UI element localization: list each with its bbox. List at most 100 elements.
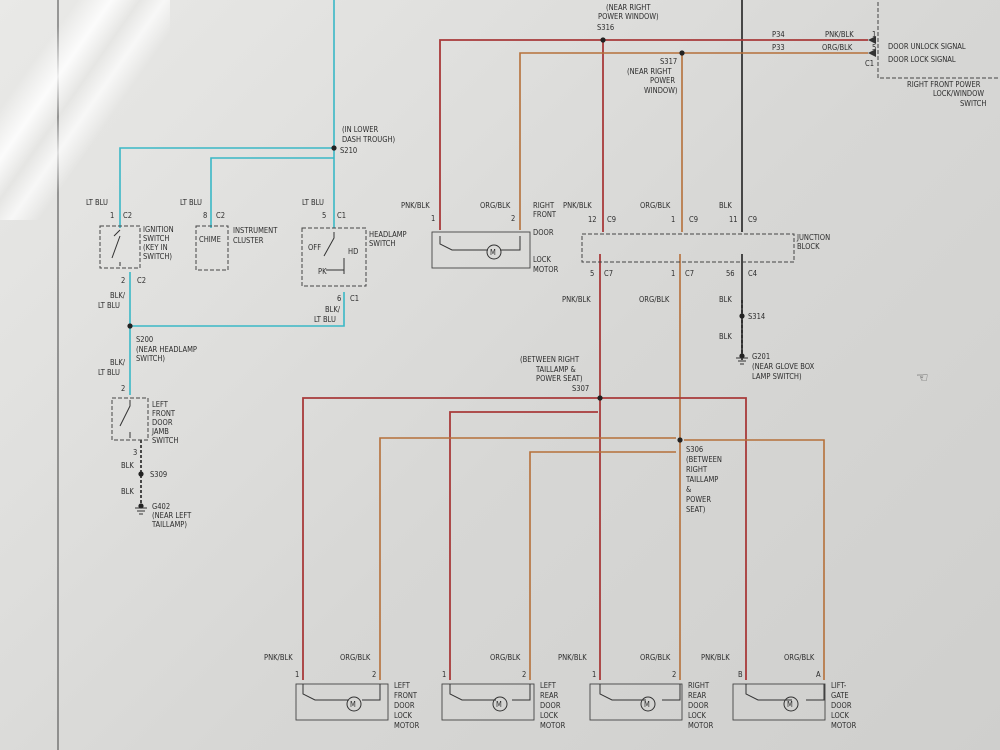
jamb-pin-2: 2 — [121, 384, 125, 393]
motor-pnk-label: PNK/BLK — [264, 653, 293, 662]
s317-label-1: S317 — [660, 57, 677, 66]
g201-label-2: (NEAR GLOVE BOX — [752, 362, 815, 371]
rf-pin-2: 2 — [511, 214, 515, 223]
hl-name-1: HEADLAMP — [369, 230, 407, 239]
blk-label-g402: BLK — [121, 487, 134, 496]
chime-conn-c2: C2 — [216, 211, 225, 220]
jamb-switch-icon — [119, 400, 131, 438]
hand-cursor-icon: ☜ — [916, 370, 929, 386]
motor-wiring — [599, 684, 681, 701]
rf-name-4: LOCK — [533, 255, 552, 264]
jb-org-label-2: ORG/BLK — [639, 295, 670, 304]
headlamp-switch-icon — [323, 232, 345, 274]
jb-c7-a: C7 — [604, 269, 613, 278]
splice-s307 — [597, 395, 603, 401]
g201-label-3: LAMP SWITCH) — [752, 372, 802, 381]
motor-org-label: ORG/BLK — [784, 653, 815, 662]
splice-s306 — [677, 437, 683, 443]
rf-org-label: ORG/BLK — [480, 201, 511, 210]
ign-name-4: SWITCH) — [143, 252, 172, 261]
s306-label-5: & — [686, 485, 692, 494]
splice-s317 — [679, 50, 685, 56]
jb-pin-11: 11 — [729, 215, 738, 224]
motor-pin-2: 2 — [672, 670, 676, 679]
p34-label: P34 — [772, 30, 785, 39]
org-blk-wire-lg — [684, 439, 825, 680]
splice-labels: (BETWEEN RIGHT TAILLAMP & POWER SEAT) S3… — [520, 355, 722, 514]
s200-label-1: S200 — [136, 335, 153, 344]
rf-pnk-label: PNK/BLK — [401, 201, 430, 210]
motor-icon-m: M — [490, 248, 496, 257]
s316-label-3: S316 — [597, 23, 614, 32]
hl-hd: HD — [348, 247, 358, 256]
s200-label-2: (NEAR HEADLAMP — [136, 345, 197, 354]
motor-name-line: LOCK — [831, 711, 850, 720]
ign-name-3: (KEY IN — [143, 243, 168, 252]
pnk-blk-label-top: PNK/BLK — [825, 30, 854, 39]
motor-org-label: ORG/BLK — [640, 653, 671, 662]
hl-wire-label: LT BLU — [302, 198, 324, 207]
motor-icon-m: M — [787, 700, 793, 709]
g402-label-1: G402 — [152, 502, 170, 511]
motor-pin-1: 1 — [295, 670, 299, 679]
s307-label-2: TAILLAMP & — [535, 365, 576, 374]
right-front-door-lock-motor: PNK/BLK ORG/BLK 1 2 M RIGHT FRONT DOOR L… — [401, 201, 559, 274]
motor-name-line: REAR — [688, 691, 707, 700]
motor-pnk-label: PNK/BLK — [558, 653, 587, 662]
rf-motor-wires — [439, 236, 521, 251]
ground-g402 — [138, 503, 144, 509]
splice-s309 — [138, 471, 144, 477]
pnk-blk-wire-top — [439, 39, 868, 230]
jamb-name-3: DOOR — [152, 418, 173, 427]
blk-ltblu-3a: BLK/ — [110, 358, 126, 367]
s317-label-4: WINDOW) — [644, 86, 678, 95]
hl-name-2: SWITCH — [369, 239, 395, 248]
motor-box — [589, 683, 683, 721]
blk-ltblu-wire-hl — [130, 292, 345, 327]
s306-label-6: POWER — [686, 495, 711, 504]
motor-icon — [783, 696, 799, 712]
motor-wiring — [449, 684, 531, 701]
ignition-switch-box — [99, 225, 141, 269]
ground-icon-g402 — [135, 507, 147, 515]
chime-label: CHIME — [199, 235, 221, 244]
jb-name-1: JUNCTION — [796, 233, 830, 242]
hl-pin-5: 5 — [322, 211, 326, 220]
jamb-name-5: SWITCH — [152, 436, 178, 445]
ign-name-1: IGNITION — [143, 225, 174, 234]
motor-pnk-label: PNK/BLK — [701, 653, 730, 662]
s306-label-7: SEAT) — [686, 505, 706, 514]
motor-name-line: MOTOR — [688, 721, 714, 730]
org-blk-label-top: ORG/BLK — [822, 43, 853, 52]
s306-label-3: RIGHT — [686, 465, 708, 474]
jb-pin-12: 12 — [588, 215, 597, 224]
switch-name-2: LOCK/WINDOW — [933, 89, 984, 98]
motor-name-line: GATE — [831, 691, 849, 700]
motor-icon — [346, 696, 362, 712]
instrument-cluster-box — [195, 225, 229, 271]
motor-pin-2: A — [816, 670, 821, 679]
motor-icon — [640, 696, 656, 712]
p33-label: P33 — [772, 43, 785, 52]
rf-name-1: RIGHT — [533, 201, 555, 210]
ground-icon-g201 — [736, 357, 748, 365]
motor-pin-2: 2 — [522, 670, 526, 679]
jb-pin-5: 5 — [590, 269, 594, 278]
motor-pin-2: 2 — [372, 670, 376, 679]
jb-blk-label-3: BLK — [719, 332, 732, 341]
jb-pin-1b: 1 — [671, 269, 675, 278]
jb-c7-b: C7 — [685, 269, 694, 278]
s309-label: S309 — [150, 470, 167, 479]
jb-blk-label-2: BLK — [719, 295, 732, 304]
jb-name-2: BLOCK — [797, 242, 820, 251]
hl-pk: PK — [318, 267, 327, 276]
motor-pin-1: B — [738, 670, 743, 679]
jb-org-label: ORG/BLK — [640, 201, 671, 210]
switch-connector-icon — [868, 36, 876, 57]
pin-1-label: 1 — [872, 30, 876, 39]
motor-icon-m: M — [350, 700, 356, 709]
s316-label-1: (NEAR RIGHT — [606, 3, 651, 12]
ign-conn-c2b: C2 — [137, 276, 146, 285]
motor-icon — [486, 244, 502, 260]
motor-name-line: RIGHT — [688, 681, 710, 690]
